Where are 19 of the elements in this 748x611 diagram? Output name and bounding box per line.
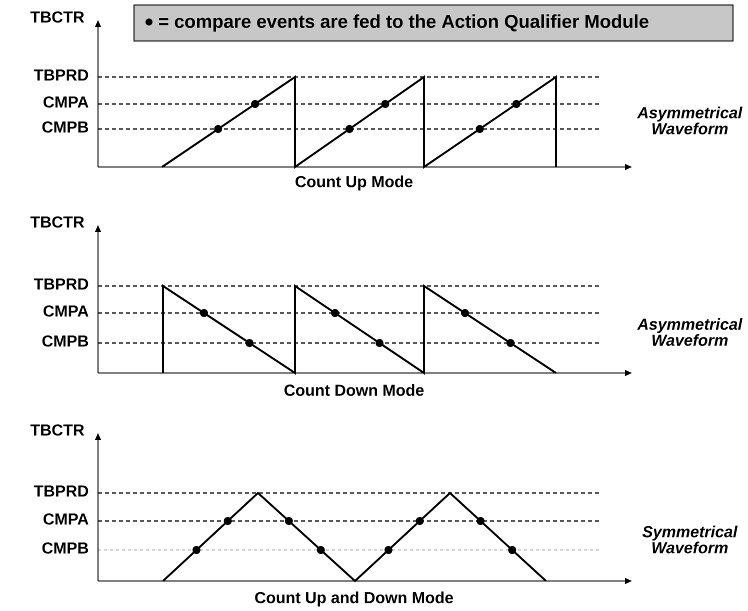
mode-title: Count Down Mode (284, 384, 424, 396)
waveform-label: Asymmetrical Waveform (637, 106, 743, 134)
level-label: TBPRD (34, 70, 88, 80)
mode-title: Count Up and Down Mode (255, 592, 453, 606)
level-label: CMPB (42, 121, 88, 133)
axis-label: TBCTR (30, 11, 84, 23)
axis-label: TBCTR (30, 216, 84, 228)
waveform-label: Asymmetrical Waveform (637, 318, 743, 346)
mode-title: Count Up Mode (296, 176, 413, 190)
legend-box: = compare events are fed to the Action Qualifier Module (134, 4, 734, 42)
level-label: TBPRD (34, 485, 88, 496)
axis-label: TBCTR (30, 424, 84, 436)
level-label: TBPRD (34, 278, 88, 290)
waveform-label: Symmetrical Waveform (642, 526, 738, 554)
level-label: CMPA (44, 513, 88, 525)
level-label: CMPB (42, 335, 88, 347)
level-label: CMPA (44, 305, 88, 317)
level-label: CMPB (42, 542, 88, 554)
level-label: CMPA (44, 96, 88, 108)
